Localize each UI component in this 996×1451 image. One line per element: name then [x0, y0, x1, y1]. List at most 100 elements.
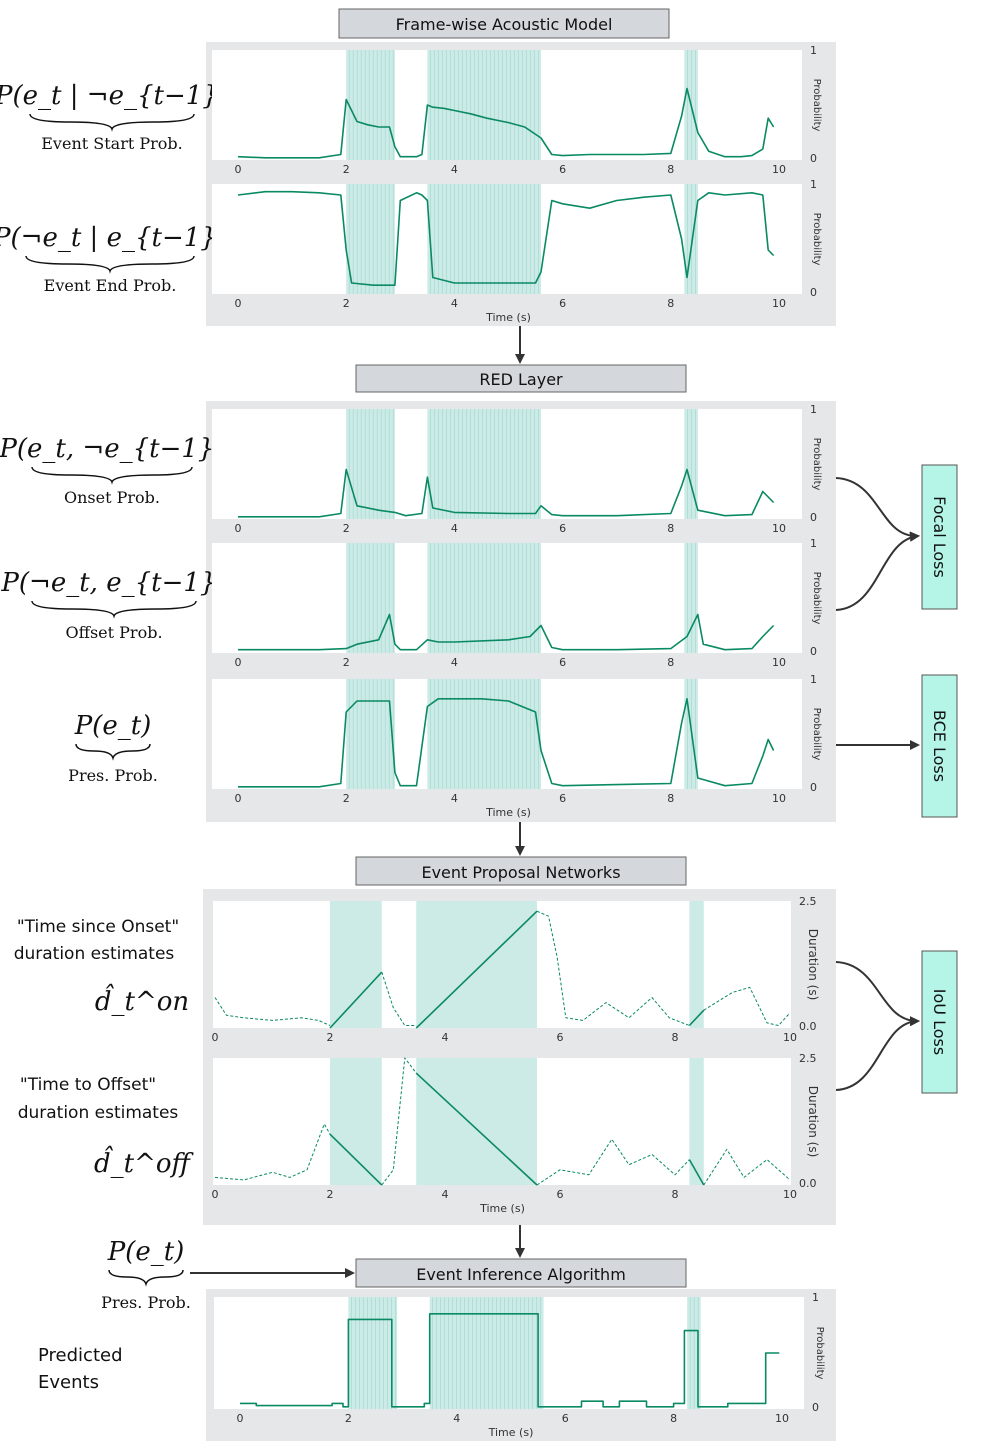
- iou-loss-box: IoU Loss: [921, 950, 958, 1094]
- x-axis-label: Time (s): [479, 1202, 525, 1215]
- event-region-1: [427, 679, 541, 789]
- x-tick-label: 6: [557, 1188, 564, 1201]
- header-inference: Event Inference Algorithm: [355, 1258, 687, 1288]
- event-region-0: [346, 409, 395, 519]
- offset-formula: P(¬e_t, e_{t−1}): [0, 568, 226, 598]
- arrow-on-to-iou: [835, 961, 920, 1027]
- x-tick-label: 2: [345, 1412, 352, 1425]
- y-axis-label: Probability: [811, 708, 822, 761]
- x-axis-label: Time (s): [488, 1426, 534, 1439]
- event-region-1: [427, 50, 541, 160]
- end-formula: P(¬e_t | e_{t−1}): [0, 223, 227, 253]
- focal-loss-text: Focal Loss: [930, 496, 949, 578]
- series-line-1: [329, 1133, 383, 1186]
- label-time-to-offset: "Time to Offset" duration estimates d̂_t…: [18, 1075, 195, 1179]
- header-acoustic: Frame-wise Acoustic Model: [338, 8, 670, 39]
- label-onset: P(e_t, ¬e_{t−1}) Onset Prob.: [0, 434, 225, 507]
- x-tick-label: 10: [783, 1188, 797, 1201]
- series-line-4: [536, 1138, 690, 1186]
- off-line2: duration estimates: [18, 1103, 179, 1123]
- x-tick-label: 6: [559, 792, 566, 805]
- x-tick-label: 10: [772, 163, 786, 176]
- x-tick-label: 0: [237, 1412, 244, 1425]
- series-line-0: [238, 697, 775, 788]
- x-tick-label: 8: [672, 1031, 679, 1044]
- x-tick-label: 0: [235, 163, 242, 176]
- y-tick-top: 1: [810, 178, 817, 191]
- series-line-1: [329, 971, 383, 1029]
- header-red: RED Layer: [355, 364, 687, 393]
- label-time-since-onset: "Time since Onset" duration estimates d̂…: [14, 917, 189, 1017]
- on-line1: "Time since Onset": [17, 917, 179, 937]
- x-tick-label: 4: [451, 522, 458, 535]
- x-tick-label: 6: [559, 163, 566, 176]
- start-underbrace: [29, 113, 195, 132]
- x-tick-label: 2: [343, 163, 350, 176]
- y-tick-bottom: 0: [810, 511, 817, 524]
- y-axis-label: Probability: [811, 213, 822, 266]
- y-axis-label: Probability: [814, 1327, 825, 1380]
- x-tick-label: 4: [453, 1412, 460, 1425]
- header-proposal-text: Event Proposal Networks: [421, 863, 620, 882]
- label-predicted: Predicted Events: [38, 1345, 123, 1393]
- y-tick-top: 1: [812, 1291, 819, 1304]
- series-line-5: [688, 1159, 705, 1186]
- x-tick-label: 4: [442, 1031, 449, 1044]
- x-tick-label: 10: [772, 297, 786, 310]
- arrow-onset-to-focal: [835, 477, 920, 542]
- x-tick-label: 2: [343, 522, 350, 535]
- header-acoustic-text: Frame-wise Acoustic Model: [396, 15, 613, 34]
- x-tick-label: 0: [235, 656, 242, 669]
- y-tick-top: 1: [810, 44, 817, 57]
- event-region-0: [346, 543, 395, 653]
- x-tick-label: 4: [451, 656, 458, 669]
- onset-caption: Onset Prob.: [64, 488, 160, 507]
- y-axis-label: Duration (s): [806, 1086, 820, 1158]
- series-line-3: [415, 910, 538, 1029]
- x-tick-label: 6: [559, 656, 566, 669]
- x-axis-label: Time (s): [485, 806, 531, 819]
- x-tick-label: 8: [670, 1412, 677, 1425]
- x-tick-label: 2: [327, 1188, 334, 1201]
- x-tick-label: 2: [343, 792, 350, 805]
- x-tick-label: 10: [772, 522, 786, 535]
- series-line-6: [703, 986, 791, 1026]
- event-region-0: [346, 50, 395, 160]
- event-region-0: [346, 679, 395, 789]
- x-tick-label: 8: [667, 163, 674, 176]
- focal-loss-box: Focal Loss: [921, 464, 958, 610]
- header-proposal: Event Proposal Networks: [355, 856, 687, 886]
- end-caption: Event End Prob.: [44, 276, 177, 295]
- x-tick-label: 4: [442, 1188, 449, 1201]
- x-tick-label: 6: [557, 1031, 564, 1044]
- y-tick-top: 2.5: [799, 1052, 817, 1065]
- series-line-6: [703, 1148, 791, 1186]
- series-line-5: [688, 1009, 705, 1027]
- header-red-text: RED Layer: [479, 370, 563, 389]
- series-line-0: [214, 997, 331, 1026]
- y-tick-top: 2.5: [799, 895, 817, 908]
- x-tick-label: 8: [667, 522, 674, 535]
- event-region-1: [427, 409, 541, 519]
- bce-loss-text: BCE Loss: [930, 710, 949, 782]
- on-line2: duration estimates: [14, 944, 175, 964]
- x-tick-label: 10: [772, 656, 786, 669]
- event-region-0: [348, 1297, 398, 1409]
- x-tick-label: 0: [235, 297, 242, 310]
- series-line-0: [214, 1123, 331, 1181]
- x-tick-label: 6: [559, 297, 566, 310]
- y-tick-bottom: 0.0: [799, 1177, 817, 1190]
- iou-loss-text: IoU Loss: [930, 989, 949, 1055]
- onset-underbrace: [31, 466, 193, 485]
- y-tick-bottom: 0.0: [799, 1020, 817, 1033]
- pres2-caption: Pres. Prob.: [101, 1293, 191, 1312]
- pred-line2: Events: [38, 1372, 99, 1393]
- event-region-1: [416, 901, 537, 1028]
- event-region-0: [346, 184, 395, 294]
- event-region-1: [427, 184, 541, 294]
- pres-formula: P(e_t): [74, 711, 152, 741]
